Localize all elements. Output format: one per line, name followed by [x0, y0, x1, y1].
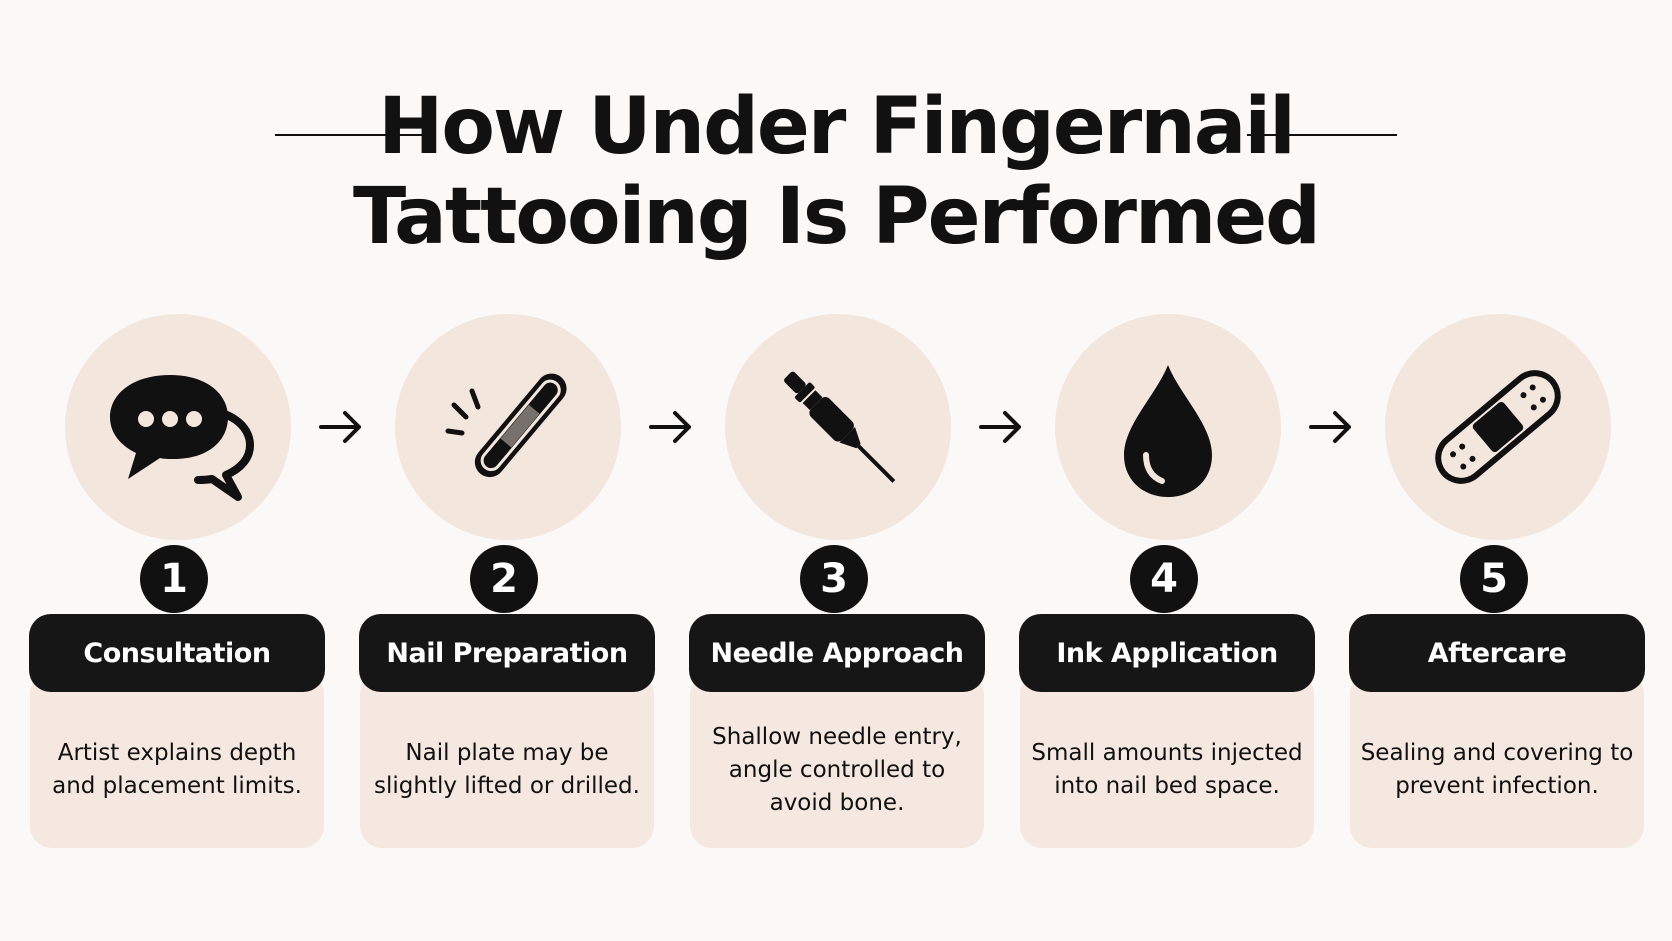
step-number: 3: [800, 545, 868, 613]
step-label: Aftercare: [1349, 614, 1645, 692]
title-line-2: Tattooing Is Performed: [353, 172, 1321, 262]
step-icon-circle: [65, 314, 291, 540]
step-ink-application: 4 Ink Application Small amounts injected…: [1019, 0, 1315, 941]
step-description: Nail plate may be slightly lifted or dri…: [374, 740, 640, 799]
step-card: [30, 672, 324, 848]
title-line-1: How Under Fingernail: [378, 82, 1296, 172]
step-number: 5: [1460, 545, 1528, 613]
step-description: Sealing and covering to prevent infectio…: [1360, 740, 1634, 799]
step-label: Needle Approach: [689, 614, 985, 692]
step-description: Shallow needle entry, angle controlled t…: [712, 723, 962, 816]
step-consultation: 1 Consultation Artist explains depth and…: [29, 0, 325, 941]
step-number: 4: [1130, 545, 1198, 613]
chat-bubbles-icon: [110, 375, 254, 501]
step-icon-circle: [1055, 314, 1281, 540]
step-nail-preparation: 2 Nail Preparation Nail plate may be sli…: [359, 0, 655, 941]
step-icon-circle: [395, 314, 621, 540]
title-rule-right: [1247, 134, 1397, 136]
step-description: Artist explains depth and placement limi…: [52, 740, 302, 799]
title-rule-left: [275, 134, 425, 136]
arrow-right-icon: [1307, 405, 1357, 449]
step-icon-circle: [725, 314, 951, 540]
nail-file-icon: [445, 373, 567, 478]
arrow-right-icon: [977, 405, 1027, 449]
step-card: [1350, 672, 1644, 848]
step-icon-circle: [1385, 314, 1611, 540]
step-number: 2: [470, 545, 538, 613]
step-description: Small amounts injected into nail bed spa…: [1031, 740, 1303, 799]
arrow-right-icon: [317, 405, 367, 449]
step-label: Nail Preparation: [359, 614, 655, 692]
ink-drop-icon: [1124, 365, 1212, 497]
step-card: [690, 672, 984, 848]
syringe-icon: [784, 371, 896, 483]
arrow-right-icon: [647, 405, 697, 449]
step-card: [360, 672, 654, 848]
bandage-icon: [1435, 370, 1561, 484]
step-label: Consultation: [29, 614, 325, 692]
step-card: [1020, 672, 1314, 848]
step-aftercare: 5 Aftercare Sealing and covering to prev…: [1349, 0, 1645, 941]
step-number: 1: [140, 545, 208, 613]
step-needle-approach: 3 Needle Approach Shallow needle entry, …: [689, 0, 985, 941]
step-label: Ink Application: [1019, 614, 1315, 692]
page-title: How Under Fingernail Tattooing Is Perfor…: [0, 82, 1672, 262]
